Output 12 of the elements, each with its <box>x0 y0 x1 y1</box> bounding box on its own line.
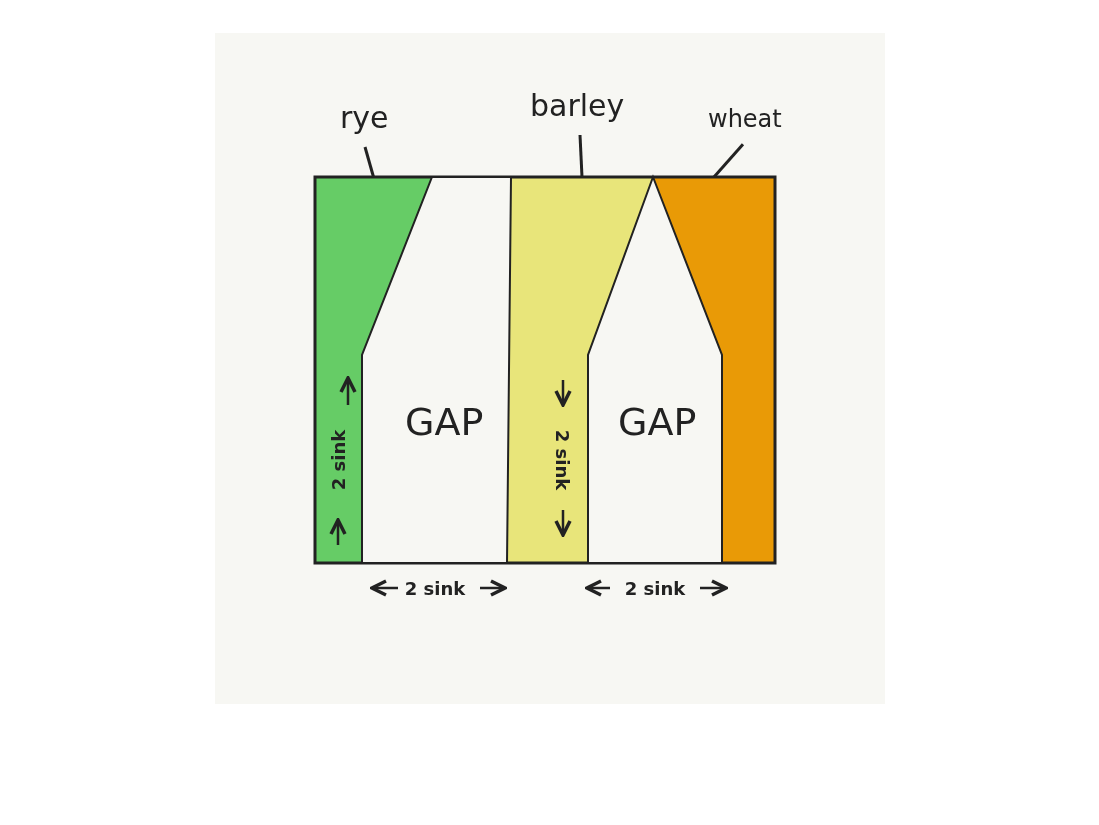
dimension-label: 2 sink <box>404 577 466 599</box>
crop-label: barley <box>530 88 625 123</box>
dimension-label: 2 sink <box>327 429 349 491</box>
dimension-label: 2 sink <box>624 577 686 599</box>
gap-area: GAP <box>361 176 512 564</box>
leader-line <box>578 134 584 178</box>
leader-line <box>363 146 375 178</box>
leader-line <box>712 143 745 178</box>
crop-label: wheat <box>708 105 782 133</box>
dimension-label: 2 sink <box>551 429 573 491</box>
gap-area: GAP <box>587 174 723 564</box>
crop-label: rye <box>340 100 389 135</box>
